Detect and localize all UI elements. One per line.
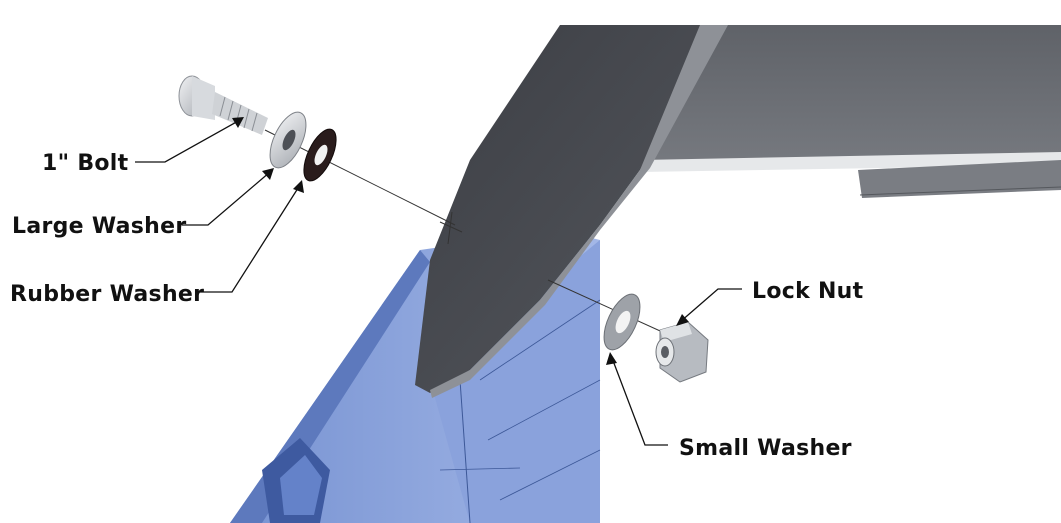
leader-large-washer [182, 168, 274, 226]
upper-gray-panel [640, 25, 1061, 198]
lock-nut-part [655, 321, 709, 383]
leader-lock-nut [676, 288, 742, 326]
rubber-washer-part [303, 128, 337, 182]
dark-angled-plate [415, 25, 728, 398]
leader-rubber-washer [200, 180, 304, 293]
bolt-part [178, 75, 268, 135]
label-bolt: 1" Bolt [42, 151, 129, 176]
label-large-washer: Large Washer [12, 214, 187, 239]
small-washer-part [603, 293, 641, 351]
label-small-washer: Small Washer [679, 436, 852, 461]
leader-small-washer [606, 352, 668, 446]
label-lock-nut: Lock Nut [752, 279, 864, 304]
leader-bolt [135, 117, 244, 163]
bolt-hole-mark [439, 221, 463, 233]
large-washer-part [269, 111, 307, 169]
label-rubber-washer: Rubber Washer [10, 282, 204, 307]
